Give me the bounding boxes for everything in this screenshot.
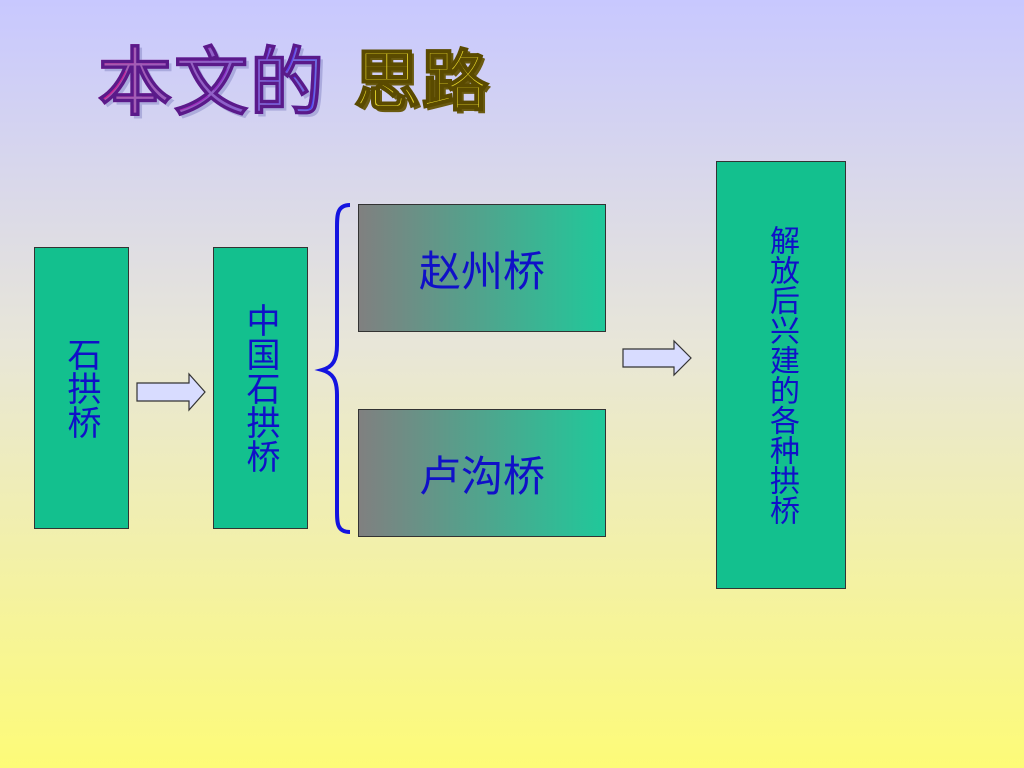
box-post-liberation-arch-bridges: 解放后兴建的各种拱桥 (716, 161, 846, 589)
box-lugou-bridge: 卢沟桥 (358, 409, 606, 537)
box-china-stone-arch-bridge: 中国石拱桥 (213, 247, 308, 529)
title-part-1: 本文的 (98, 23, 326, 130)
arrow-right-icon-2 (622, 339, 692, 377)
curly-brace-icon (314, 203, 351, 534)
box-post-liberation-arch-bridges-label: 解放后兴建的各种拱桥 (764, 225, 799, 525)
box-china-stone-arch-bridge-label: 中国石拱桥 (240, 303, 280, 473)
box-zhaozhou-bridge-label: 赵州桥 (418, 246, 545, 296)
box-stone-arch-bridge: 石拱桥 (34, 247, 129, 529)
title-part-2: 思路 (353, 41, 490, 121)
box-stone-arch-bridge-label: 石拱桥 (61, 337, 101, 439)
slide-title: 本文的 思路 (98, 26, 490, 126)
box-zhaozhou-bridge: 赵州桥 (358, 204, 606, 332)
box-lugou-bridge-label: 卢沟桥 (418, 451, 545, 501)
arrow-right-icon-1 (136, 372, 206, 412)
